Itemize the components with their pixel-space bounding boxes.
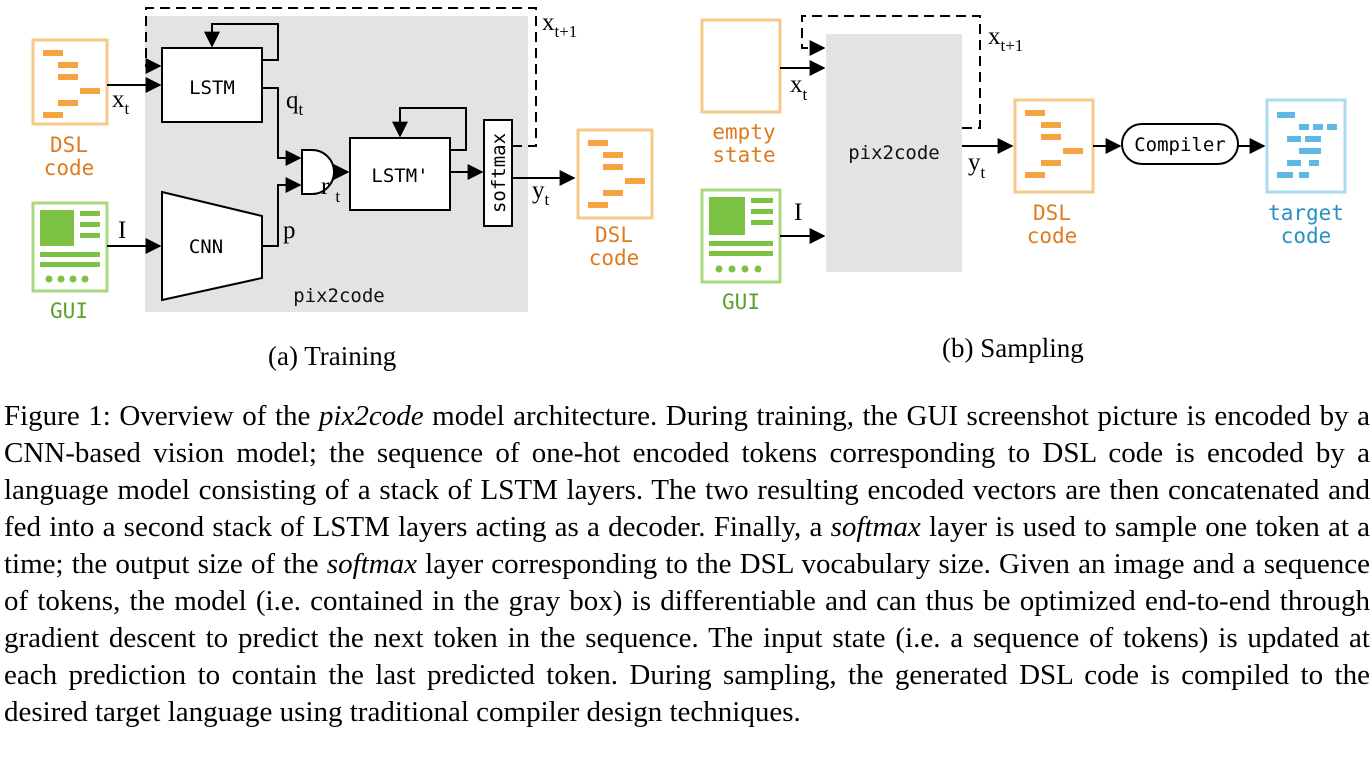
dsl-output-label-line1: DSL [595, 223, 633, 247]
caption-part2: layer is used to sample one token at a t… [4, 511, 1370, 580]
sampling-dsl-label-line2: code [1027, 224, 1078, 248]
softmax-block-label: softmax [488, 133, 510, 213]
training-panel: pix2code DSL code GUI [31, 7, 654, 323]
softmax-block [483, 119, 513, 227]
caption-softmax-2: softmax [326, 548, 418, 580]
dsl-input-label-line1: DSL [50, 133, 88, 157]
sampling-gui-icon [700, 188, 782, 284]
sampling-feedback-dashed [801, 15, 981, 129]
lstm-block [161, 47, 263, 123]
lstm-prime-block [349, 137, 451, 211]
sampling-xt-label: xt [790, 71, 808, 104]
compiler-block-label: Compiler [1134, 134, 1226, 156]
sampling-xt1-label: xt+1 [988, 23, 1023, 55]
lstm-recurrent-loop [204, 23, 279, 61]
dsl-input-label-line2: code [44, 156, 95, 180]
sampling-subcaption: (b) Sampling [942, 333, 1084, 363]
training-subcaption: (a) Training [268, 341, 397, 371]
gui-input-label: GUI [50, 299, 88, 323]
empty-state-label-line1: empty [712, 120, 775, 144]
gui-input-icon [31, 201, 109, 293]
cnn-block-label: CNN [189, 236, 223, 258]
dsl-output-label-line2: code [589, 246, 640, 270]
training-xt1-label: xt+1 [542, 9, 577, 41]
training-feedback-dashed [145, 7, 537, 147]
target-code-icon [1265, 98, 1347, 194]
sampling-yt-label: yt [968, 149, 986, 182]
compiler-block [1121, 123, 1239, 165]
p-label: p [283, 217, 296, 244]
lstm-block-label: LSTM [189, 77, 235, 99]
caption-model-name: pix2code [318, 400, 424, 432]
image-input-label: I [118, 217, 126, 244]
sampling-dsl-code-icon [1013, 98, 1095, 194]
lstm-prime-recurrent-loop [392, 107, 467, 151]
qt-label: qt [286, 87, 304, 119]
caption-prefix: Figure 1: Overview of the [4, 400, 319, 432]
sampling-gui-label: GUI [722, 290, 760, 314]
training-pix2code-label: pix2code [293, 285, 385, 307]
dsl-code-input-icon [31, 38, 109, 126]
empty-state-box [700, 18, 782, 114]
p-line [262, 177, 302, 247]
sampling-pix2code-box [826, 34, 962, 272]
target-label-line1: target [1268, 201, 1344, 225]
sampling-panel: empty state GUI pix2code xt I xt+1 [700, 15, 1347, 314]
caption-part3: layer corresponding to the DSL vocabular… [4, 548, 1370, 728]
xt-label: xt [112, 86, 130, 118]
cnn-block [161, 190, 263, 302]
training-yt-label: yt [532, 177, 550, 209]
architecture-diagram: pix2code DSL code GUI [31, 7, 1347, 323]
caption-softmax-1: softmax [830, 511, 921, 543]
figure-caption: Figure 1: Overview of the pix2code model… [4, 398, 1370, 731]
empty-state-label-line2: state [712, 143, 775, 167]
sampling-pix2code-label: pix2code [848, 142, 940, 164]
qt-line [262, 87, 302, 166]
target-label-line2: code [1281, 224, 1332, 248]
sampling-dsl-label-line1: DSL [1033, 201, 1071, 225]
caption-part1: model architecture. During training, the… [4, 400, 1371, 543]
sampling-image-label: I [794, 199, 802, 226]
dsl-code-output-icon [576, 128, 654, 220]
lstm-prime-block-label: LSTM' [371, 165, 428, 187]
